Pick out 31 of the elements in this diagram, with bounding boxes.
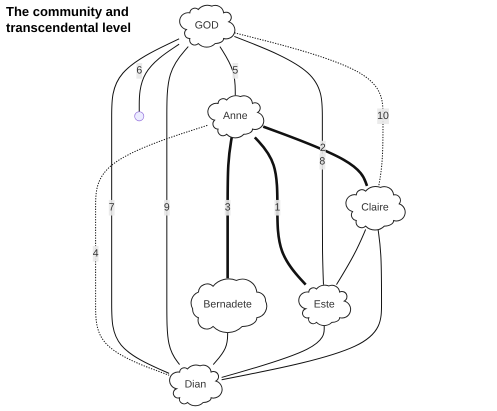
edge-label: 3	[224, 202, 230, 213]
connector-line	[166, 46, 188, 366]
edge-label: 7	[108, 202, 114, 213]
connector-line	[110, 38, 180, 374]
connector-line	[336, 228, 366, 286]
connector-line	[138, 44, 180, 112]
connector-line	[212, 331, 228, 366]
edge-label: 9	[163, 202, 170, 213]
cloud-node: Dian	[168, 364, 222, 406]
connector-line	[233, 32, 384, 186]
connector-line	[219, 46, 236, 96]
connector-line	[94, 124, 208, 376]
connector-line	[262, 125, 368, 186]
connector-line	[226, 137, 233, 278]
connector-line	[220, 324, 324, 378]
edge-label: 6	[136, 64, 142, 76]
cloud-node: Anne	[206, 95, 264, 138]
connector-line	[253, 136, 306, 286]
cloud-node: Claire	[345, 186, 406, 230]
edge-label: 8	[318, 156, 325, 167]
connector-line	[233, 36, 324, 286]
edge-label: 4	[92, 248, 98, 260]
cloud-node: GOD	[178, 4, 235, 48]
cloud-node: Bernadete	[190, 278, 267, 334]
edge-label: 1	[274, 202, 280, 213]
diagram-title: The community and transcendental level	[6, 4, 132, 36]
edge-label: 5	[232, 64, 238, 76]
connector-line	[220, 228, 382, 380]
edge-label: 2	[319, 142, 326, 154]
cloud-node: Este	[298, 284, 351, 326]
edge-label: 10	[376, 110, 388, 122]
